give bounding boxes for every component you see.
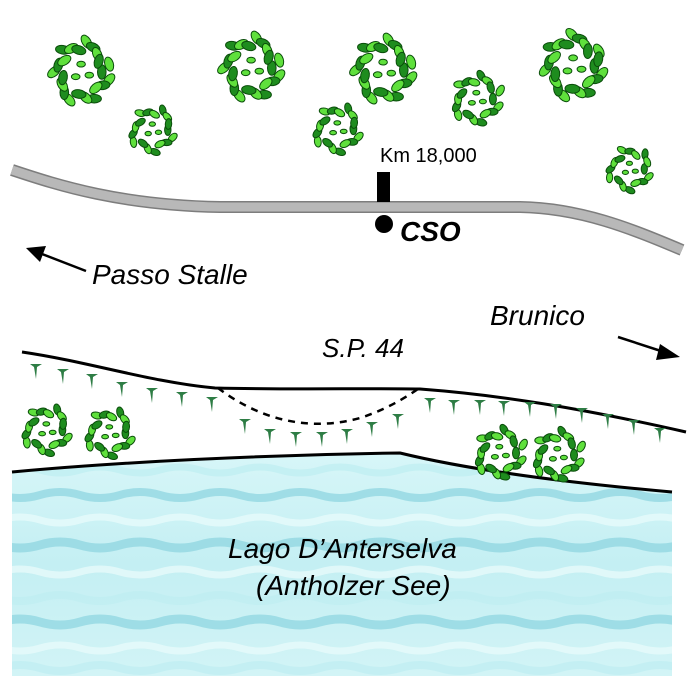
grass-tuft-icon [424,398,436,413]
grass-tuft-icon [628,420,640,435]
tree-canopy-icon [312,102,364,157]
road [10,164,685,256]
grass-tuft-icon [86,374,98,389]
grass-tuft-icon [57,369,69,384]
grass-row [30,364,666,447]
km-marker-label: Km 18,000 [380,145,477,167]
water-texture [12,463,672,675]
grass-tuft-icon [366,422,378,437]
dashed-boundary [217,387,419,425]
grass-tuft-icon [550,404,562,419]
grass-tuft-icon [176,392,188,407]
grass-tuft-icon [290,432,302,447]
tree-canopy-icon [605,146,654,195]
tree-canopy-icon [349,32,418,105]
grass-tuft-icon [116,382,128,397]
tree-canopy-icon [128,104,178,157]
tree-group [21,27,654,483]
grass-tuft-icon [146,388,158,403]
grass-tuft-icon [602,414,614,429]
grass-tuft-icon [654,428,666,443]
direction-left-label: Passo Stalle [92,259,248,290]
grass-tuft-icon [264,429,276,444]
grass-tuft-icon [448,400,460,415]
lake-alt-name-label: (Antholzer See) [256,570,451,601]
arrow-right-icon [617,335,680,360]
tree-canopy-icon [538,27,609,103]
arrow-left-icon [26,246,87,273]
grass-tuft-icon [341,429,353,444]
tree-canopy-icon [21,403,73,458]
grass-tuft-icon [392,414,404,429]
grass-tuft-icon [524,402,536,417]
grass-tuft-icon [239,419,251,434]
tree-canopy-icon [84,406,136,461]
grass-tuft-icon [206,397,218,412]
station-label: CSO [400,216,461,247]
lake [12,453,672,676]
tree-canopy-icon [474,423,528,481]
lake-name-label: Lago D’Anterselva [228,533,457,564]
grass-tuft-icon [30,364,42,379]
grass-tuft-icon [474,400,486,415]
km-post-icon [377,172,390,202]
grass-tuft-icon [316,432,328,447]
tree-canopy-icon [217,30,286,103]
tree-canopy-icon [47,34,116,107]
station-dot-icon [375,215,393,233]
tree-canopy-icon [532,425,586,483]
grass-tuft-icon [576,408,588,423]
grass-tuft-icon [498,401,510,416]
tree-canopy-icon [451,69,505,127]
direction-right-label: Brunico [490,300,585,331]
road-name-label: S.P. 44 [322,333,404,363]
